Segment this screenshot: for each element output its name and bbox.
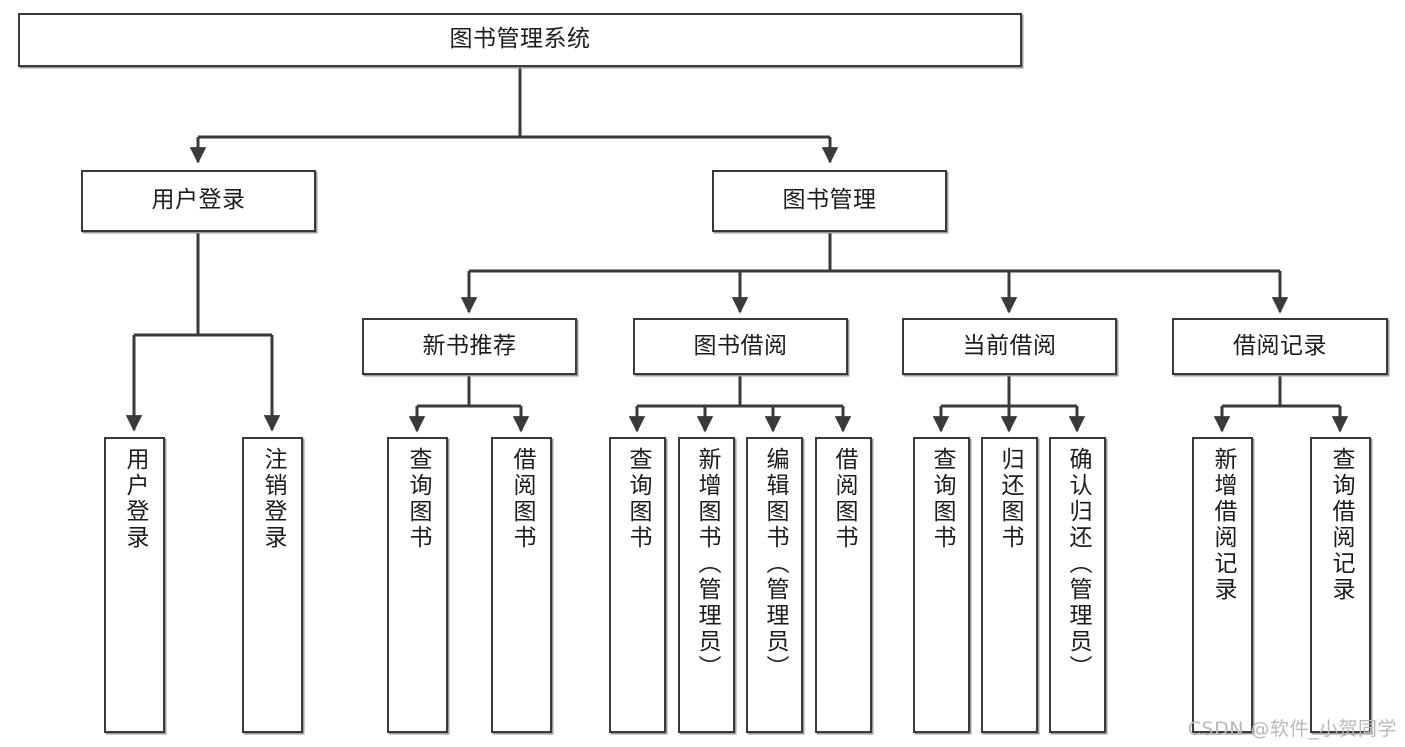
leaf-borrow-borrow-book-label: 借阅图书 (831, 447, 857, 551)
leaf-new-books-query[interactable]: 查询图书 (387, 437, 448, 733)
leaf-borrow-edit-book[interactable]: 编辑图书（管理员） (746, 437, 803, 733)
node-root-label: 图书管理系统 (449, 26, 591, 53)
leaf-borrow-add-book[interactable]: 新增图书（管理员） (678, 437, 735, 733)
leaf-user-login-signout-label: 注销登录 (260, 447, 286, 551)
node-book-management[interactable]: 图书管理 (712, 170, 947, 232)
leaf-new-books-borrow[interactable]: 借阅图书 (491, 437, 552, 733)
leaf-current-query-book-label: 查询图书 (929, 447, 955, 551)
leaf-new-books-query-label: 查询图书 (405, 447, 431, 551)
node-current-borrow[interactable]: 当前借阅 (902, 318, 1117, 375)
leaf-borrow-borrow-book[interactable]: 借阅图书 (815, 437, 872, 733)
leaf-borrow-query-book-label: 查询图书 (625, 447, 651, 551)
node-root[interactable]: 图书管理系统 (18, 13, 1022, 67)
leaf-borrow-add-book-label: 新增图书（管理员） (694, 447, 720, 681)
leaf-new-books-borrow-label: 借阅图书 (509, 447, 535, 551)
node-book-borrow-label: 图书借阅 (693, 332, 788, 359)
leaf-user-login-signin-label: 用户登录 (122, 447, 148, 551)
node-borrow-records-label: 借阅记录 (1233, 332, 1327, 359)
node-book-management-label: 图书管理 (782, 187, 877, 214)
leaf-current-confirm-return[interactable]: 确认归还（管理员） (1049, 437, 1106, 733)
leaf-records-query[interactable]: 查询借阅记录 (1310, 437, 1371, 733)
leaf-current-confirm-return-label: 确认归还（管理员） (1065, 447, 1091, 681)
leaf-user-login-signin[interactable]: 用户登录 (104, 437, 165, 733)
leaf-records-query-label: 查询借阅记录 (1328, 447, 1354, 603)
node-book-borrow[interactable]: 图书借阅 (633, 318, 848, 375)
leaf-current-return-book-label: 归还图书 (997, 447, 1023, 551)
node-new-book-recommend[interactable]: 新书推荐 (362, 318, 577, 375)
leaf-user-login-signout[interactable]: 注销登录 (242, 437, 303, 733)
node-current-borrow-label: 当前借阅 (962, 332, 1057, 359)
node-user-login-label: 用户登录 (151, 187, 246, 214)
leaf-borrow-edit-book-label: 编辑图书（管理员） (762, 447, 788, 681)
node-new-book-recommend-label: 新书推荐 (422, 332, 517, 359)
leaf-borrow-query-book[interactable]: 查询图书 (609, 437, 666, 733)
leaf-records-add[interactable]: 新增借阅记录 (1192, 437, 1253, 733)
leaf-records-add-label: 新增借阅记录 (1210, 447, 1236, 603)
leaf-current-return-book[interactable]: 归还图书 (981, 437, 1038, 733)
leaf-current-query-book[interactable]: 查询图书 (913, 437, 970, 733)
csdn-watermark: CSDN @软件_小贺同学 (1187, 718, 1397, 740)
node-borrow-records[interactable]: 借阅记录 (1172, 318, 1388, 375)
node-user-login[interactable]: 用户登录 (81, 170, 316, 232)
